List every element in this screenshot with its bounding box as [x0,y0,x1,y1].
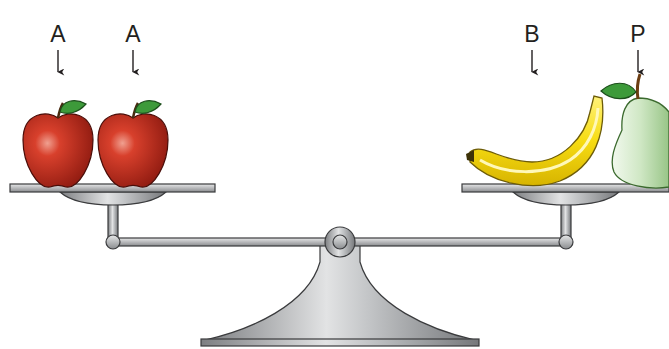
banana [470,96,603,186]
pear-group [601,74,669,188]
pan-saucer [60,192,166,205]
banana-highlight [480,108,598,172]
apple-leaf [60,101,86,114]
leader-arrow [531,50,532,72]
callout-letter: A [125,21,140,47]
apple [23,114,93,187]
beam-knob [106,235,120,249]
apple-leaf [135,101,161,114]
pear-leaf [601,83,636,98]
pan-saucer [513,192,619,205]
banana-group [466,96,603,186]
pear [612,98,669,188]
callout-letter: B [524,21,539,47]
callout-letter: A [50,21,65,47]
apples [23,101,168,187]
pear-stem [637,74,640,99]
pivot [325,227,355,257]
leader-arrow [637,50,638,72]
pivot-pin [333,235,347,249]
scale-plinth [201,339,479,346]
banana-tip [466,150,474,162]
beam-knob [559,235,573,249]
scale-stand [10,184,669,346]
leader-arrow [57,50,58,72]
scale-base [205,244,475,340]
apple [98,114,168,187]
leader-arrow [132,50,133,72]
callout-letter: P [630,21,645,47]
scale-pan [10,184,215,192]
leader-arrows [58,50,638,72]
